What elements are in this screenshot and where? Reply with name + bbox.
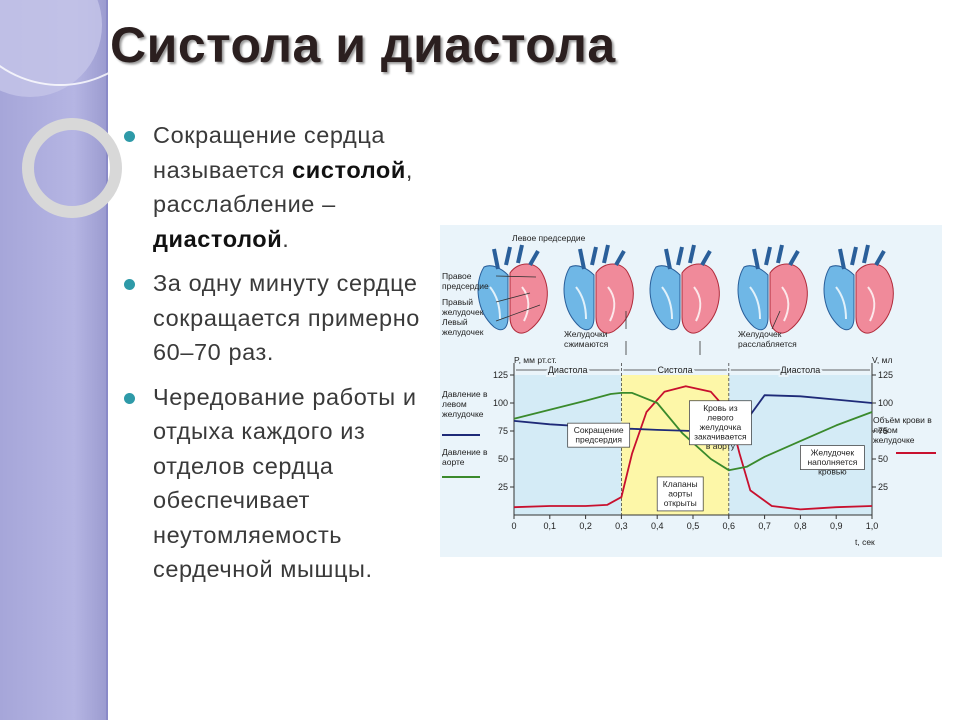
heart-illustration bbox=[823, 244, 894, 334]
label-left-atrium: Левое предсердие bbox=[512, 233, 586, 243]
heart-illustration bbox=[563, 244, 634, 334]
pointer-line bbox=[495, 292, 531, 303]
phase-label: Систола bbox=[658, 365, 693, 375]
bullet-text: . bbox=[282, 225, 290, 252]
vessels bbox=[752, 244, 800, 270]
chamber-highlight bbox=[489, 286, 530, 322]
pointer-line bbox=[771, 310, 781, 330]
right-heart-shape bbox=[563, 265, 595, 331]
bullet-text: Чередование работы и отдыха каждого из о… bbox=[153, 383, 417, 583]
y-tick-label: 50 bbox=[498, 454, 508, 464]
annotation-blood-pumped-box bbox=[689, 400, 752, 446]
x-tick-label: 0,3 bbox=[615, 521, 628, 531]
y2-tick-label: 25 bbox=[878, 482, 888, 492]
y-tick-label: 25 bbox=[498, 482, 508, 492]
annotation-atrial-contraction-box bbox=[567, 422, 631, 448]
x-tick-label: 0,6 bbox=[723, 521, 736, 531]
y2-tick-label: 50 bbox=[878, 454, 888, 464]
slide-title: Систола и диастола bbox=[110, 17, 616, 73]
series-line bbox=[513, 392, 873, 472]
chamber-highlight bbox=[575, 286, 616, 322]
x-tick-label: 0,1 bbox=[544, 521, 557, 531]
heart-illustration bbox=[477, 244, 548, 334]
y-tick-label: 125 bbox=[493, 370, 508, 380]
x-tick-label: 0,8 bbox=[794, 521, 807, 531]
bullet-item: Сокращение сердца называется систолой, р… bbox=[122, 118, 440, 256]
right-heart-shape bbox=[737, 265, 769, 331]
x-tick-label: 0 bbox=[511, 521, 516, 531]
phase-label: Диастола bbox=[781, 365, 821, 375]
bullet-dot-icon bbox=[124, 392, 135, 404]
right-heart-shape bbox=[823, 265, 855, 331]
sidebar-divider bbox=[106, 0, 108, 720]
x-tick-label: 0,5 bbox=[687, 521, 700, 531]
bullet-text: За одну минуту сердце сокращается пример… bbox=[153, 270, 420, 365]
y2-tick-label: 75 bbox=[878, 426, 888, 436]
bullet-text: Сокращение сердца называется bbox=[153, 122, 386, 183]
heart-illustrations bbox=[477, 244, 894, 334]
bullet-list: Сокращение сердца называется систолой, р… bbox=[122, 118, 440, 597]
annotation-valves-open-box bbox=[656, 476, 704, 512]
bullet-text: , расслабление – bbox=[153, 156, 414, 218]
y-tick-label: 75 bbox=[498, 426, 508, 436]
x-tick-label: 0,7 bbox=[758, 521, 771, 531]
bullet-item: Чередование работы и отдыха каждого из о… bbox=[122, 380, 440, 587]
bullet-dot-icon bbox=[124, 279, 135, 290]
y-axis-label: P, мм рт.ст. bbox=[514, 355, 557, 365]
chamber-highlight bbox=[661, 286, 702, 322]
x-tick-label: 0,4 bbox=[651, 521, 664, 531]
chamber-highlight bbox=[749, 286, 790, 322]
right-heart-shape bbox=[649, 265, 681, 331]
heart-illustration bbox=[649, 244, 720, 334]
bullet-item: За одну минуту сердце сокращается пример… bbox=[122, 266, 440, 370]
y2-tick-label: 100 bbox=[878, 398, 893, 408]
chamber-highlight bbox=[835, 286, 876, 322]
series-line bbox=[513, 385, 873, 511]
phase-label: Диастола bbox=[548, 365, 588, 375]
bold-term-diastole: диастолой bbox=[153, 225, 283, 252]
label-pointers bbox=[495, 275, 781, 355]
x-axis-label: t, сек bbox=[855, 537, 875, 547]
pointer-line bbox=[495, 275, 537, 278]
chart-area: Диастола Систола Диастола 0 0,1 0,2 0,3 0,4 0,5 0… bbox=[493, 363, 893, 531]
heart-illustration bbox=[737, 244, 808, 334]
y2-tick-label: 125 bbox=[878, 370, 893, 380]
x-tick-label: 0,9 bbox=[830, 521, 843, 531]
bold-term-systole: систолой bbox=[292, 156, 406, 183]
bullet-dot-icon bbox=[124, 131, 135, 142]
x-tick-label: 1,0 bbox=[866, 521, 879, 531]
x-tick-label: 0,2 bbox=[579, 521, 592, 531]
annotation-ventricle-fills-box bbox=[800, 445, 865, 470]
y-tick-label: 100 bbox=[493, 398, 508, 408]
vessels bbox=[664, 244, 712, 270]
vessels bbox=[578, 244, 626, 270]
sidebar-band bbox=[0, 0, 106, 720]
right-heart-shape bbox=[477, 265, 509, 331]
vessels bbox=[838, 244, 886, 270]
decorative-circles bbox=[0, 0, 140, 218]
y2-axis-label: V, мл bbox=[872, 355, 892, 365]
pointer-line bbox=[495, 304, 541, 322]
vessels bbox=[492, 244, 540, 270]
